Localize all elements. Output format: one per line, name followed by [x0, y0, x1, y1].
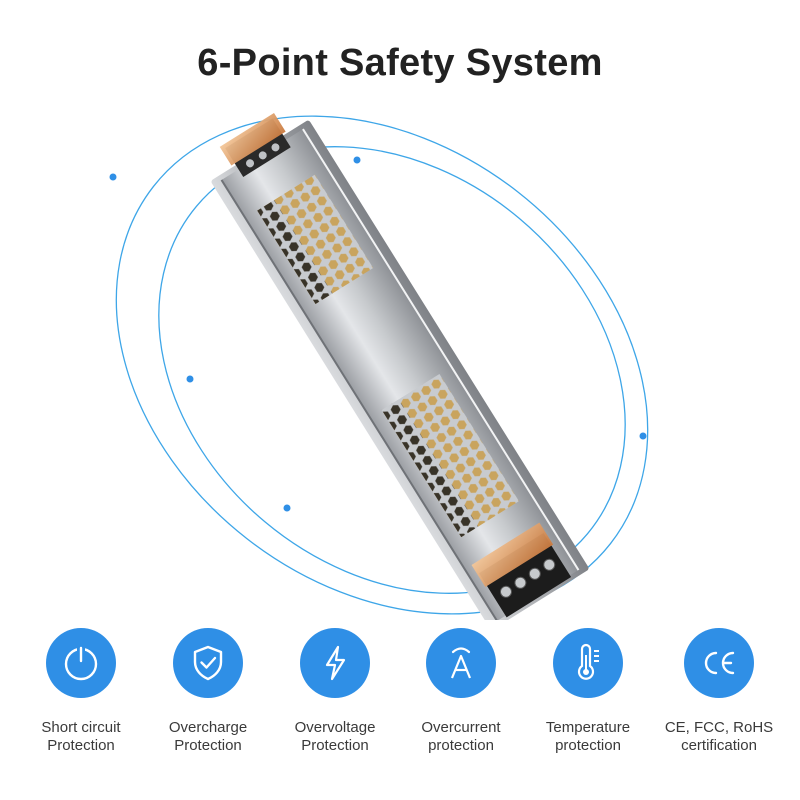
- feature-certification: CE, FCC, RoHS certification: [649, 628, 789, 755]
- shield-check-icon: [193, 645, 223, 681]
- feature-label: Short circuit Protection: [41, 719, 121, 754]
- product-illustration: [109, 112, 649, 620]
- ce-mark-icon: [704, 651, 735, 675]
- terminal-block-bottom: [471, 522, 572, 618]
- feature-label: Overvoltage Protection: [294, 719, 376, 754]
- feature-icon-circle: [684, 628, 754, 698]
- feature-icon-circle: [553, 628, 623, 698]
- thermometer-icon: [577, 643, 599, 680]
- power-icon: [64, 646, 98, 681]
- feature-icon-circle: [46, 628, 116, 698]
- power-supply-body: [211, 112, 589, 620]
- feature-overcharge: Overcharge Protection: [138, 628, 278, 755]
- feature-short-circuit: Short circuit Protection: [11, 628, 151, 755]
- feature-label: Temperature protection: [545, 719, 631, 754]
- terminal-block-top: [219, 112, 291, 177]
- feature-icon-circle: [173, 628, 243, 698]
- feature-icon-circle: [300, 628, 370, 698]
- orbit-rings: [115, 115, 649, 615]
- lightning-icon: [325, 645, 346, 681]
- feature-temperature: Temperature protection: [518, 628, 658, 755]
- feature-label: CE, FCC, RoHS certification: [664, 719, 774, 754]
- orbit-ring-inner: [158, 146, 626, 594]
- orbit-ring-outer: [115, 115, 649, 615]
- feature-label: Overcharge Protection: [168, 719, 248, 754]
- page-title: 6-Point Safety System: [197, 42, 603, 84]
- ampere-icon: [450, 647, 472, 679]
- feature-overcurrent: Overcurrent protection: [391, 628, 531, 755]
- feature-icon-circle: [426, 628, 496, 698]
- feature-overvoltage: Overvoltage Protection: [265, 628, 405, 755]
- feature-row: Short circuit Protection Overcharge Prot…: [0, 628, 800, 798]
- feature-label: Overcurrent protection: [421, 719, 501, 754]
